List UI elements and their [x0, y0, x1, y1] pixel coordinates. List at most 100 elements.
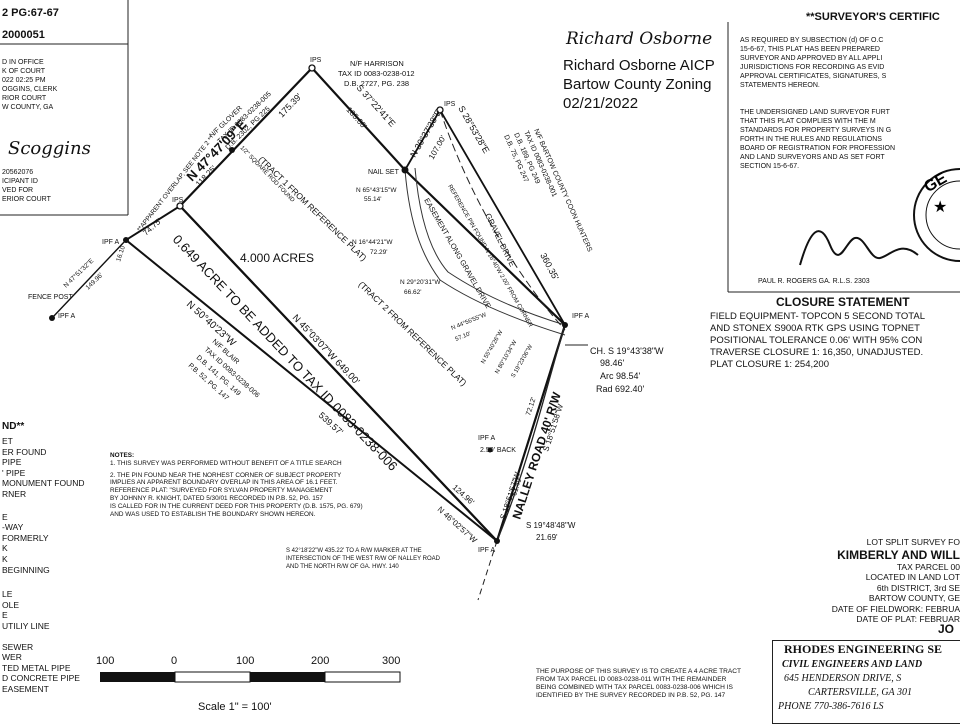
legend-item: RNER	[2, 488, 27, 499]
tie-2: INTERSECTION OF THE WEST R/W OF NALLEY R…	[286, 556, 441, 562]
scale-tick: 100	[96, 655, 115, 667]
ch-dist: 98.46'	[600, 358, 625, 368]
legend-item: -WAY	[2, 522, 24, 533]
note-line: IS CALLED FOR IN THE CURRENT DEED FOR TH…	[110, 502, 363, 510]
firm-name: RHODES ENGINEERING SE	[784, 642, 943, 656]
n46-bearing: N 46°02'57"W	[436, 505, 479, 545]
clerk-line: ICIPANT ID	[2, 178, 38, 185]
legend-item: BEGINNING	[2, 564, 50, 575]
legend-item: E	[2, 511, 8, 522]
cert-para-1: AS REQUIRED BY SUBSECTION (d) OF O.C 15-…	[740, 36, 886, 90]
scale-tick: 300	[382, 655, 401, 667]
call-b-d: 72.29'	[370, 249, 388, 256]
ch-label: CH. S 19°43'38"W	[590, 346, 664, 356]
tie-3: AND THE NORTH R/W OF GA. HWY. 140	[286, 564, 399, 570]
rebar-note: 1/2" SQUARE ROD FOUND	[239, 145, 296, 204]
clerk-line: 20562076	[2, 169, 34, 176]
legend-list: ET ER FOUND PIPE ' PIPE MONUMENT FOUND R…	[2, 436, 84, 694]
note-line: 1. THIS SURVEY WAS PERFORMED WITHOUT BEN…	[110, 459, 342, 467]
call-c-d: 66.62'	[404, 289, 422, 296]
call-a: N 65°43'15"W	[356, 186, 397, 194]
west-line	[51, 239, 127, 319]
closure-line: FIELD EQUIPMENT- TOPCON 5 SECOND TOTAL	[710, 311, 926, 322]
cert-signer: PAUL R. ROGERS GA. R.L.S. 2303	[758, 278, 870, 285]
title-line: 6th DISTRICT, 3rd SE	[876, 582, 960, 593]
corner-ipf-west	[123, 237, 129, 243]
scale-tick: 200	[311, 655, 330, 667]
cert-line: JURISDICTIONS FOR RECORDING AS EVID	[740, 64, 885, 71]
call-b: N 16°44'21"W	[352, 238, 393, 246]
clerk-line: ERIOR COURT	[2, 196, 51, 203]
call-d-d: 57.10'	[455, 331, 472, 343]
title-line: LOCATED IN LAND LOT	[865, 572, 960, 582]
cert-line: AND LAND SURVEYORS AND AS SET FORT	[740, 154, 885, 161]
acres-main: 4.000 ACRES	[240, 251, 314, 265]
note-line: REFERENCE PLAT: "SURVEYED FOR SYLVAN PRO…	[110, 487, 333, 495]
notes-block: NOTES: 1. THIS SURVEY WAS PERFORMED WITH…	[110, 452, 363, 518]
title-line: LOT SPLIT SURVEY FO	[866, 537, 960, 547]
corner-ips-1	[308, 64, 316, 72]
firm-phone: PHONE 770-386-7616 LS	[778, 701, 884, 712]
legend-item: OLE	[2, 599, 20, 610]
note-line: BY JOHNNY R. KNIGHT, DATED 5/30/01 RECOR…	[110, 494, 323, 502]
seal-text: GE	[921, 170, 950, 196]
ipf-label-east: IPF A	[572, 313, 589, 320]
nail-set: NAIL SET	[368, 169, 400, 176]
cert-para-2: THE UNDERSIGNED LAND SURVEYOR FURT THAT …	[740, 108, 895, 171]
call-c: N 29°20'31"W	[400, 278, 441, 286]
closure-line: PLAT CLOSURE 1: 254,200	[710, 359, 829, 370]
dist-18500: 185.00'	[345, 105, 369, 131]
corner-back	[487, 447, 493, 453]
arc-label: Arc 98.54'	[600, 371, 641, 381]
scale-label: Scale 1" = 100'	[198, 701, 272, 713]
note-line: IMPLIES AN APPARENT BOUNDARY OVERLAP IN …	[110, 479, 338, 487]
legend-item: ET	[2, 436, 13, 446]
s19: S 19°48'48"W	[526, 521, 576, 530]
legend-item: FORMERLY	[2, 532, 49, 543]
clerk-line: K OF COURT	[2, 68, 46, 75]
surveyor-signature-stroke	[799, 230, 919, 266]
seal-star-icon: ★	[933, 197, 947, 216]
firm-city: CARTERSVILLE, GA 301	[808, 687, 912, 698]
s19-d: 21.69'	[536, 533, 558, 542]
ips-label-2: IPS	[444, 101, 456, 108]
ips-label-1: IPS	[310, 57, 322, 64]
dist-1610: 16.10'	[115, 244, 127, 263]
purpose-line: FROM TAX PARCEL ID 0083-0238-011 WITH TH…	[536, 676, 727, 683]
ipf-label-fence: IPF A	[58, 313, 75, 320]
approval-signature: Richard Osborne	[566, 29, 713, 49]
note-line: AND WAS USED TO ESTABLISH THE BOUNDARY S…	[110, 510, 316, 518]
corner-nail	[401, 166, 409, 174]
coon-1: N/F BARTOW COUNTY COON HUNTERS	[532, 128, 593, 253]
clerk-block: D IN OFFICE K OF COURT 022 02:25 PM OGGI…	[2, 58, 57, 112]
title-line: TAX PARCEL 00	[896, 561, 960, 572]
clerk-line: 022 02:25 PM	[2, 77, 46, 84]
book-page: 2 PG:67-67	[2, 7, 59, 19]
call-a-d: 55.14'	[364, 196, 382, 203]
cert-line: FORTH IN THE RULES AND REGULATIONS	[740, 136, 882, 143]
cert-line: APPROVAL CERTIFICATES, SIGNATURES, S	[740, 73, 887, 80]
notes-title: NOTES:	[110, 452, 135, 459]
cert-line: STANDARDS FOR PROPERTY SURVEYS IN G	[740, 127, 892, 134]
approval-name: Richard Osborne AICP	[563, 57, 715, 74]
surveyor-seal-inner	[925, 180, 960, 250]
ipf-label-mid: IPF A	[478, 435, 495, 442]
legend-item: K	[2, 543, 8, 554]
legend-item: EASEMENT	[2, 683, 49, 694]
road-tie-line	[477, 540, 498, 601]
legend-item: UTILIY LINE	[2, 620, 50, 631]
corner-rod	[229, 147, 235, 153]
title-line: DATE OF PLAT: FEBRUAR	[856, 614, 960, 624]
corner-ips-west	[176, 202, 184, 210]
purpose-line: THE PURPOSE OF THIS SURVEY IS TO CREATE …	[536, 668, 742, 675]
gravel-drive	[404, 169, 566, 336]
approval-org: Bartow County Zoning	[563, 76, 712, 93]
legend-item: TED METAL PIPE	[2, 662, 71, 673]
back-label: 2.50' BACK	[480, 447, 516, 454]
cert-line: BOARD OF REGISTRATION FOR PROFESSION	[740, 145, 896, 152]
fence-word: FENCE POST	[28, 294, 73, 301]
corner-ipf-south	[494, 538, 500, 544]
clerk-line: OGGINS, CLERK	[2, 86, 58, 93]
closure-line: TRAVERSE CLOSURE 1: 16,350, UNADJUSTED.	[710, 347, 924, 358]
